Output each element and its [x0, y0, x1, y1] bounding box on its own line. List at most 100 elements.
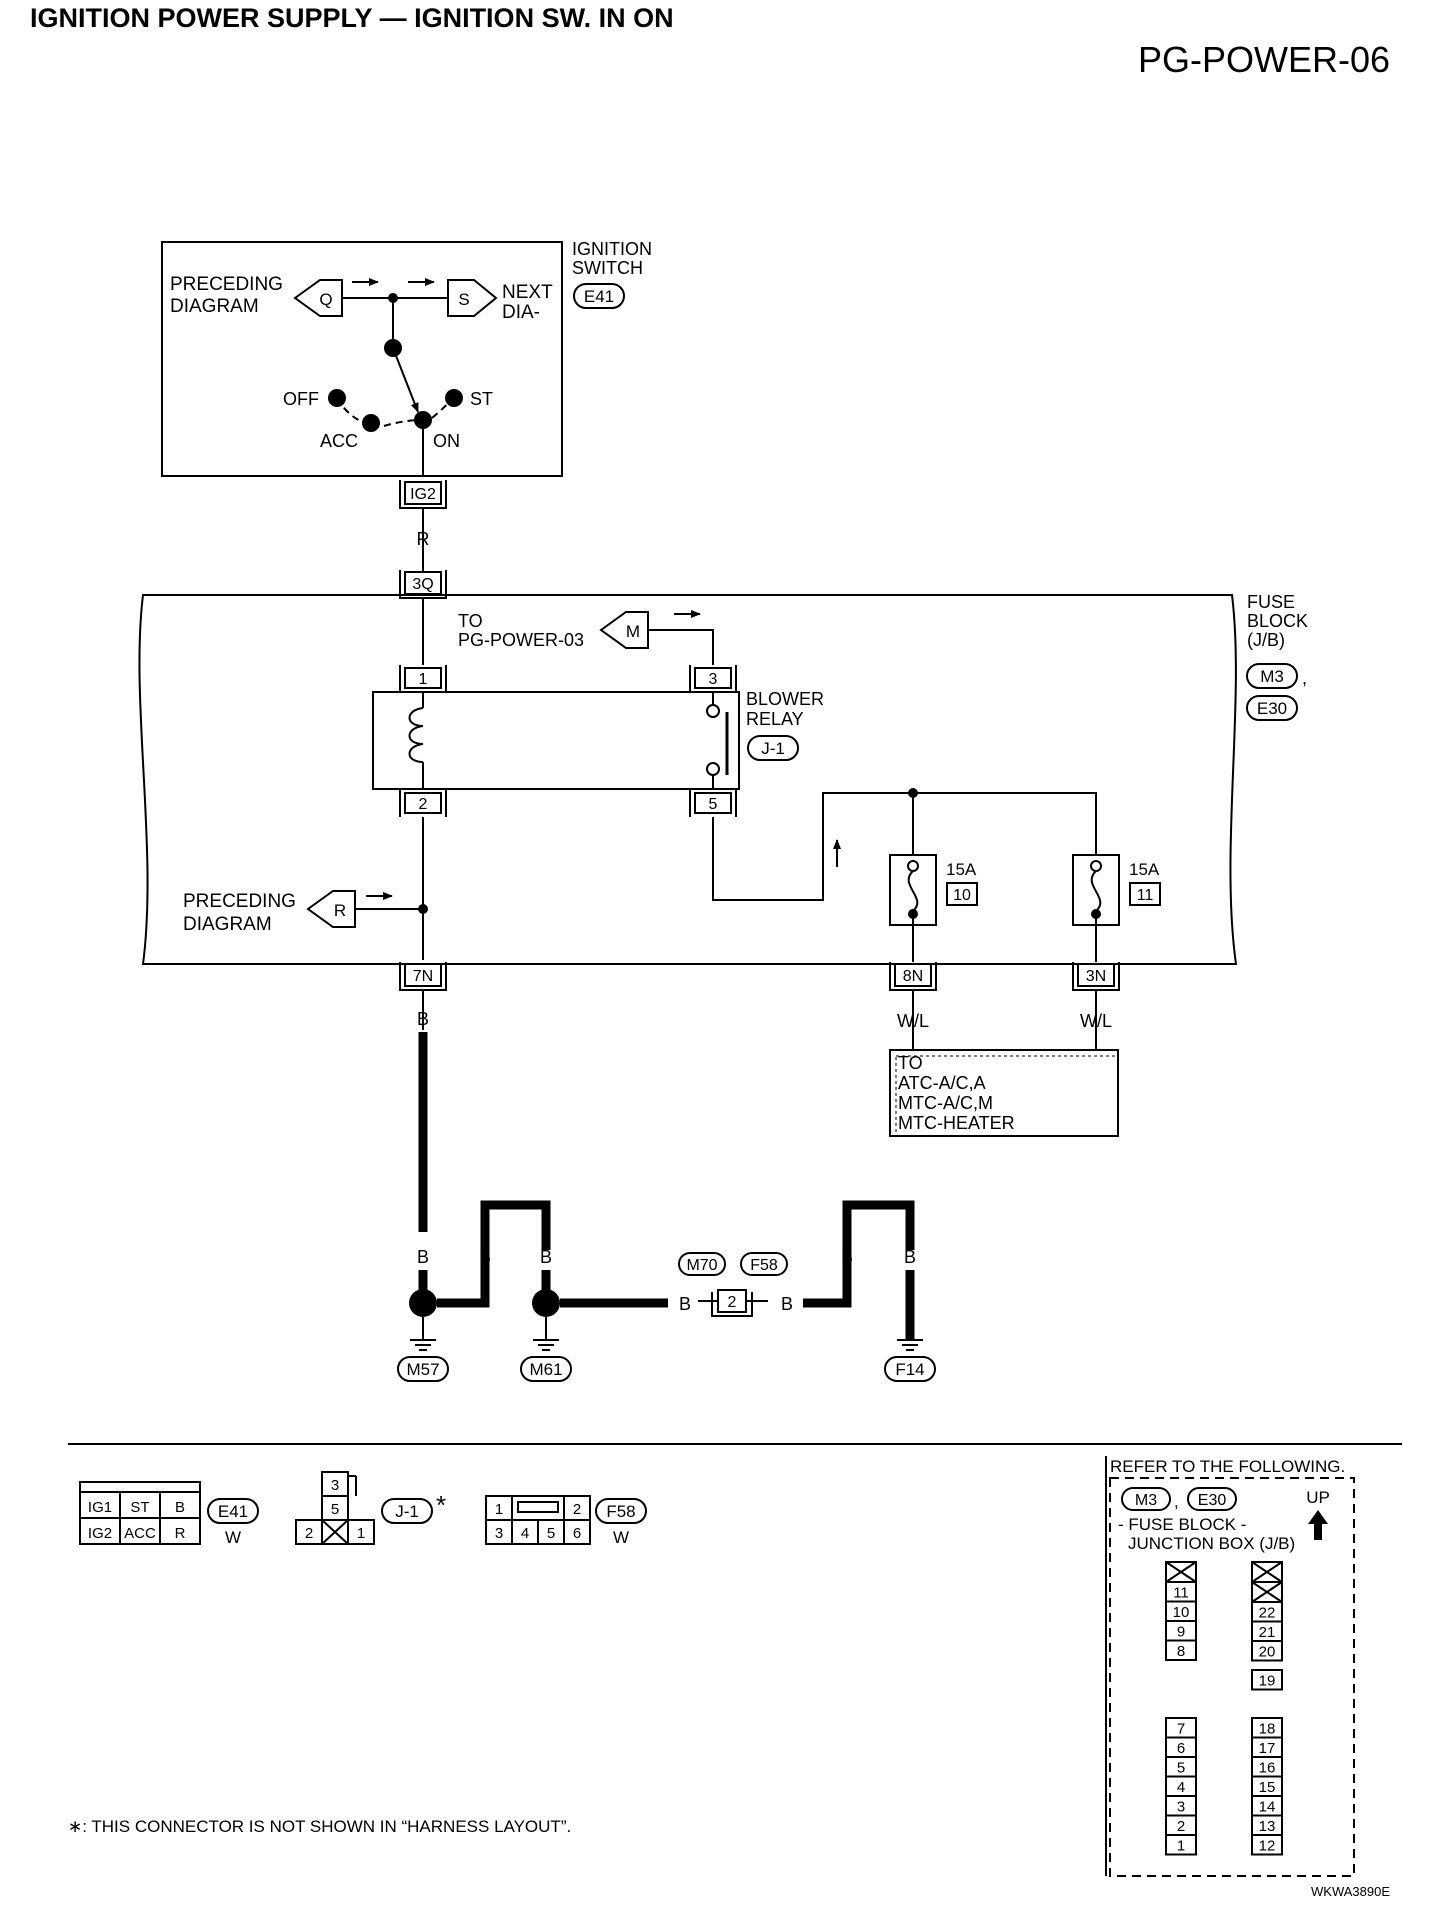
svg-text:2: 2	[573, 1501, 581, 1518]
wire-color-r: R	[417, 529, 430, 549]
fuse-slot	[1251, 1640, 1283, 1662]
relay-pin-5: 5	[689, 788, 737, 817]
fuse-block-label-2: BLOCK	[1247, 611, 1308, 631]
svg-text:MTC-HEATER: MTC-HEATER	[898, 1113, 1015, 1133]
fuse-slot-number: 4	[1177, 1779, 1185, 1796]
fuse-slot-number: 5	[1177, 1760, 1185, 1777]
fuse-number: 10	[953, 887, 971, 904]
fuse-slot	[1251, 1669, 1283, 1691]
fuse-slot-number: 12	[1259, 1838, 1276, 1855]
svg-text:F14: F14	[895, 1360, 924, 1379]
blower-relay: 1 3 2 5 BLOWER RELAY	[372, 665, 824, 817]
svg-text:F58: F58	[750, 1257, 778, 1274]
svg-text:W: W	[225, 1528, 241, 1547]
fuse-slot-number: 6	[1177, 1740, 1185, 1757]
svg-text:S: S	[458, 290, 469, 309]
up-arrow-icon	[1308, 1510, 1328, 1540]
relay-pin-3: 3	[689, 665, 737, 693]
ignition-switch: IGNITION SWITCH E41 PRECEDING DIAGRAM Q …	[161, 239, 652, 477]
wire-color-wl: W/L	[897, 1011, 929, 1031]
fuse-slot-number: 16	[1259, 1760, 1276, 1777]
flag-q: Q	[293, 279, 343, 317]
footnote: ∗: THIS CONNECTOR IS NOT SHOWN IN “HARNE…	[68, 1817, 571, 1836]
to-destination-box: TO ATC-A/C,A MTC-A/C,M MTC-HEATER	[889, 1049, 1119, 1137]
switch-acc-label: ACC	[320, 431, 358, 451]
wire-color-b: B	[540, 1247, 552, 1267]
svg-text:M3: M3	[1260, 667, 1284, 686]
fuse-11: 15A 11	[1072, 854, 1161, 926]
svg-text:7N: 7N	[413, 968, 433, 985]
fuse-slot-number: 18	[1259, 1721, 1276, 1738]
preceding-diagram-label-2: DIAGRAM	[170, 296, 259, 317]
flag-r: R	[306, 890, 356, 928]
svg-text:M: M	[626, 622, 640, 641]
wire-color-b: B	[679, 1294, 691, 1314]
next-diagram-label: NEXT	[502, 282, 553, 303]
svg-text:3: 3	[709, 671, 718, 688]
connector-f58-face: 1 2 3 4 5 6 F58 W	[485, 1495, 647, 1547]
svg-text:W: W	[613, 1528, 629, 1547]
svg-text:*: *	[436, 1490, 446, 1520]
fuse-block-label: FUSE	[1247, 592, 1295, 612]
switch-off-label: OFF	[283, 389, 319, 409]
svg-text:5: 5	[709, 796, 718, 813]
fuse-slot	[1251, 1834, 1283, 1856]
wire-color-b: B	[904, 1247, 916, 1267]
svg-text:R: R	[175, 1525, 186, 1542]
terminal-3n: 3N	[1072, 962, 1120, 991]
svg-text:E30: E30	[1257, 699, 1287, 718]
svg-text:M70: M70	[686, 1257, 717, 1274]
fuse-slot-number: 20	[1259, 1644, 1276, 1661]
fuse-slot-number: 11	[1173, 1585, 1189, 1602]
svg-text:F58: F58	[606, 1502, 635, 1521]
ground-m61: M61	[520, 1317, 572, 1382]
up-label: UP	[1306, 1488, 1330, 1507]
blower-relay-label: BLOWER	[746, 689, 824, 709]
svg-text:Q: Q	[319, 290, 332, 309]
terminal-7n: 7N	[399, 962, 447, 991]
preceding-diagram-label: PRECEDING	[170, 274, 283, 295]
svg-text:IG2: IG2	[88, 1525, 112, 1542]
next-diagram-label-2: DIA-	[502, 302, 540, 323]
svg-text:3N: 3N	[1086, 968, 1106, 985]
svg-text:MTC-A/C,M: MTC-A/C,M	[898, 1093, 993, 1113]
fuse-slot-number: 21	[1259, 1624, 1276, 1641]
svg-text:1: 1	[495, 1501, 503, 1518]
to-pg-power-03-label-2: PG-POWER-03	[458, 630, 584, 650]
fuse-block-label-3: (J/B)	[1247, 630, 1285, 650]
relay-pin-2: 2	[399, 788, 447, 817]
preceding-diagram-label-2: DIAGRAM	[183, 914, 272, 935]
fuse-amp-label: 15A	[1129, 860, 1160, 879]
svg-text:IG2: IG2	[410, 486, 436, 503]
fuse-10: 15A 10	[889, 854, 978, 926]
svg-text:M3: M3	[1135, 1492, 1157, 1509]
fuse-slot-number: 3	[1177, 1799, 1185, 1816]
preceding-diagram-label: PRECEDING	[183, 891, 296, 912]
flag-m: M	[599, 611, 649, 649]
wire-color-wl: W/L	[1080, 1011, 1112, 1031]
svg-text:E41: E41	[218, 1502, 248, 1521]
svg-text:ACC: ACC	[124, 1525, 156, 1542]
wire-color-b: B	[479, 1247, 491, 1267]
svg-text:5: 5	[547, 1525, 555, 1542]
svg-text:8N: 8N	[903, 968, 923, 985]
svg-text:2: 2	[728, 1294, 737, 1311]
svg-text:6: 6	[573, 1525, 581, 1542]
page-title: IGNITION POWER SUPPLY — IGNITION SW. IN …	[30, 3, 674, 33]
terminal-8n: 8N	[889, 962, 937, 991]
fuse-slot-number: 13	[1259, 1818, 1276, 1835]
separator: ,	[1302, 668, 1307, 688]
fuse-slot-number: 8	[1177, 1643, 1185, 1660]
svg-text:3Q: 3Q	[412, 576, 433, 593]
connector-j1-face: 3 5 2 1 J-1 *	[295, 1471, 446, 1545]
svg-text:5: 5	[331, 1501, 339, 1518]
svg-text:2: 2	[419, 796, 428, 813]
page-code: PG-POWER-06	[1138, 39, 1390, 80]
refer-desc: - FUSE BLOCK -	[1118, 1515, 1246, 1534]
svg-text:ATC-A/C,A: ATC-A/C,A	[898, 1073, 986, 1093]
svg-text:4: 4	[521, 1525, 529, 1542]
svg-text:E30: E30	[1198, 1492, 1227, 1509]
